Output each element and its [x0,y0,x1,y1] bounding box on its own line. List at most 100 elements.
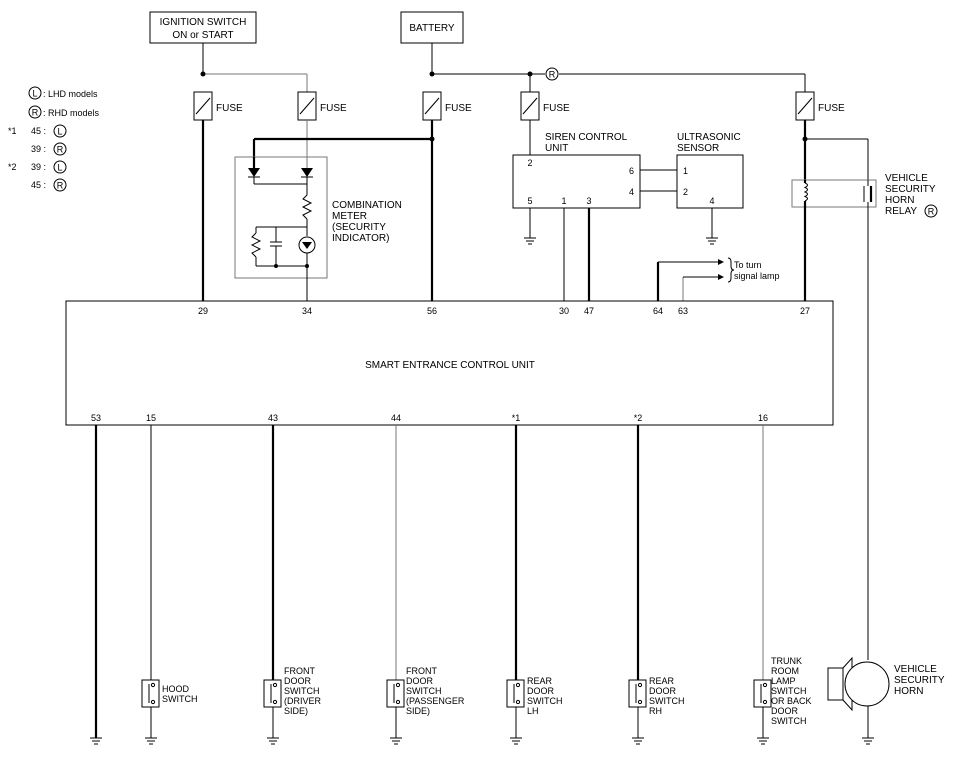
rear-rh-label-1: REAR [649,676,675,686]
trunk-label-6: DOOR [771,706,799,716]
rear-rh-label-3: SWITCH [649,696,685,706]
note1-line1-symbol: L [57,127,62,137]
bottom-wires [94,425,764,738]
battery-label: BATTERY [409,23,455,34]
horn-label-2: SECURITY [894,675,945,686]
fuse-2: FUSE [297,91,347,121]
pin-30: 30 [559,306,569,316]
front-passenger-label-2: DOOR [406,676,434,686]
rear-door-switch-lh: REAR DOOR SWITCH LH [506,676,563,738]
fuse-4: FUSE [520,91,570,121]
pin-43: 43 [268,413,278,423]
front-passenger-label-4: (PASSENGER [406,696,465,706]
fuse-5: FUSE [795,91,845,121]
front-driver-label-3: SWITCH [284,686,320,696]
combination-meter-label: COMBINATION METER (SECURITY INDICATOR) [332,200,402,244]
turn-signal-label-1: To turn [734,260,762,270]
rhd-legend: : RHD models [43,108,100,118]
combination-meter-label-3: (SECURITY [332,222,386,233]
rear-door-switch-rh: REAR DOOR SWITCH RH [628,676,685,738]
trunk-label-5: OR BACK [771,696,812,706]
control-unit-title: SMART ENTRANCE CONTROL UNIT [365,360,535,371]
siren-unit-label-2: UNIT [545,143,568,154]
smart-entrance-control-unit: SMART ENTRANCE CONTROL UNIT 29 34 56 30 … [65,300,834,426]
rear-lh-label-2: DOOR [527,686,555,696]
ground-front-passenger [390,737,402,745]
lhd-legend: : LHD models [43,89,98,99]
note1-line2: 39 : [31,144,46,154]
siren-control-unit: SIREN CONTROL UNIT 2 6 4 5 1 3 [512,132,677,301]
top-wires [201,120,869,301]
horn-label-1: VEHICLE [894,664,937,675]
ignition-switch-state: ON or START [172,30,233,41]
horn-relay-label-4: RELAY [885,206,917,217]
front-driver-label-2: DOOR [284,676,312,686]
pin-34: 34 [302,306,312,316]
pin-44: 44 [391,413,401,423]
note2-marker: *2 [8,162,17,172]
fuse-2-label: FUSE [320,103,347,114]
combination-meter [234,156,328,301]
combination-meter-label-1: COMBINATION [332,200,402,211]
ignition-switch-box: IGNITION SWITCH ON or START [149,11,257,44]
front-driver-label-4: (DRIVER [284,696,322,706]
hood-switch: HOOD SWITCH [141,679,198,738]
ground-rear-rh [632,737,644,745]
pin-note2: *2 [634,413,643,423]
note1-line1: 45 : [31,126,46,136]
siren-unit-label-1: SIREN CONTROL [545,132,628,143]
pin-63: 63 [678,306,688,316]
trunk-label-4: SWITCH [771,686,807,696]
fuse-1: FUSE [193,91,243,121]
pin-53: 53 [91,413,101,423]
note1-marker: *1 [8,126,17,136]
pin-64: 64 [653,306,663,316]
note2-line1-symbol: L [57,163,62,173]
ground-hood [145,737,157,745]
pin-29: 29 [198,306,208,316]
horn-relay-label-2: SECURITY [885,184,936,195]
front-driver-label-5: SIDE) [284,706,308,716]
note2-line2: 45 : [31,180,46,190]
siren-pin-6: 6 [629,166,634,176]
siren-pin-3: 3 [586,196,591,206]
trunk-label-7: SWITCH [771,716,807,726]
rear-lh-label-4: LH [527,706,539,716]
front-passenger-label-3: SWITCH [406,686,442,696]
rear-rh-label-4: RH [649,706,662,716]
horn-relay-label-1: VEHICLE [885,173,928,184]
fuse-4-label: FUSE [543,103,570,114]
fuse-1-label: FUSE [216,103,243,114]
turn-signal-label-2: signal lamp [734,271,780,281]
ground-symbols [90,737,874,745]
rhd-symbol: R [32,108,39,118]
ultrasonic-label-1: ULTRASONIC [677,132,741,143]
front-passenger-label-5: SIDE) [406,706,430,716]
hood-switch-label-1: HOOD [162,684,190,694]
rear-rh-label-2: DOOR [649,686,677,696]
trunk-label-1: TRUNK [771,656,802,666]
note2-line1: 39 : [31,162,46,172]
siren-pin-2: 2 [527,158,532,168]
ultrasonic-pin-1: 1 [683,166,688,176]
hood-switch-label-2: SWITCH [162,694,198,704]
ground-trunk [757,737,769,745]
pin-15: 15 [146,413,156,423]
ignition-switch-label: IGNITION SWITCH [160,17,247,28]
trunk-label-3: LAMP [771,676,796,686]
trunk-room-lamp-switch: TRUNK ROOM LAMP SWITCH OR BACK DOOR SWIT… [753,656,812,738]
horn-relay: VEHICLE SECURITY HORN RELAY R [791,173,938,660]
horn-label-3: HORN [894,686,923,697]
siren-pin-4: 4 [629,187,634,197]
combination-meter-label-4: INDICATOR) [332,233,389,244]
ultrasonic-label-2: SENSOR [677,143,719,154]
front-driver-label-1: FRONT [284,666,315,676]
trunk-label-2: ROOM [771,666,799,676]
ground-front-driver [267,737,279,745]
turn-signal-wiring: To turn signal lamp [656,257,780,301]
pin-47: 47 [584,306,594,316]
rear-lh-label-1: REAR [527,676,553,686]
front-door-switch-passenger: FRONT DOOR SWITCH (PASSENGER SIDE) [386,666,465,738]
vehicle-security-horn: VEHICLE SECURITY HORN [827,656,945,738]
